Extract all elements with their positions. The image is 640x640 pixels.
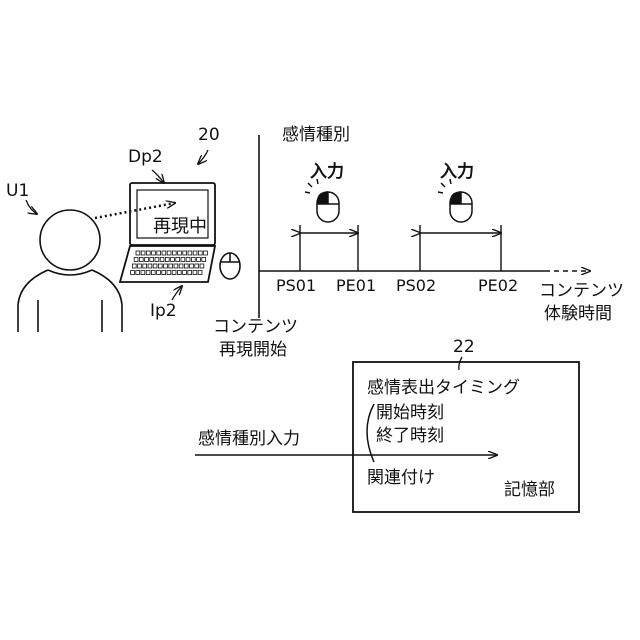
keyboard-key bbox=[162, 251, 166, 255]
keyboard-key bbox=[162, 271, 166, 275]
screen-text: 再現中 bbox=[153, 216, 207, 237]
user-label: U1 bbox=[6, 181, 29, 201]
keyboard-key bbox=[160, 258, 164, 262]
storage-ref-label: 22 bbox=[453, 337, 475, 357]
keyboard-key bbox=[181, 258, 185, 262]
keyboard-key bbox=[195, 264, 199, 268]
interval-start-label: PS01 bbox=[276, 276, 316, 295]
keyboard-key bbox=[193, 271, 197, 275]
interval-end-label: PE02 bbox=[478, 276, 518, 295]
pc-ref-label: 20 bbox=[198, 125, 220, 145]
display-label: Dp2 bbox=[128, 147, 163, 167]
input-label: 入力 bbox=[440, 161, 474, 182]
display-ref-arrow bbox=[152, 170, 164, 183]
keyboard-key bbox=[167, 271, 171, 275]
storage-end-time: 終了時刻 bbox=[376, 426, 444, 446]
storage-start-time: 開始時刻 bbox=[376, 403, 444, 423]
interval-start-label: PS02 bbox=[396, 276, 436, 295]
keyboard-key bbox=[197, 258, 201, 262]
keyboard-key bbox=[155, 258, 159, 262]
input-interval-2: 入力 PS02 PE02 bbox=[396, 161, 518, 295]
keyboard-key bbox=[174, 264, 178, 268]
clicking-mouse-icon bbox=[438, 179, 472, 222]
keyboard-key bbox=[172, 251, 176, 255]
keyboard-key bbox=[146, 271, 150, 275]
keyboard-key bbox=[179, 264, 183, 268]
keyboard-key bbox=[153, 264, 157, 268]
keyboard-key bbox=[150, 258, 154, 262]
input-device-label: Ip2 bbox=[150, 301, 177, 321]
keyboard-key bbox=[148, 264, 152, 268]
y-axis-label: 感情種別 bbox=[282, 125, 350, 145]
end-label-line1: コンテンツ bbox=[539, 281, 624, 301]
keyboard-key bbox=[198, 251, 202, 255]
storage-association-label: 関連付け bbox=[367, 468, 435, 488]
keyboard-key bbox=[165, 258, 169, 262]
keyboard-key bbox=[171, 258, 175, 262]
keyboard-key bbox=[188, 271, 192, 275]
clicking-mouse-icon bbox=[305, 179, 339, 222]
user-figure bbox=[18, 210, 122, 332]
keyboard-key bbox=[138, 264, 142, 268]
keyboard-key bbox=[157, 271, 161, 275]
keyboard-key bbox=[190, 264, 194, 268]
start-label-line1: コンテンツ bbox=[213, 317, 298, 337]
keyboard-key bbox=[139, 258, 143, 262]
user-body bbox=[18, 270, 122, 332]
start-label-line2: 再現開始 bbox=[219, 340, 287, 360]
pc-mouse-icon bbox=[220, 253, 240, 279]
association-brace bbox=[367, 404, 374, 462]
user-head bbox=[40, 210, 100, 270]
end-label-line2: 体験時間 bbox=[544, 304, 612, 324]
storage-ref-leader bbox=[459, 357, 462, 370]
keyboard-key bbox=[141, 251, 145, 255]
keyboard-key bbox=[198, 271, 202, 275]
keyboard-key bbox=[143, 264, 147, 268]
storage-title: 感情表出タイミング bbox=[367, 378, 520, 398]
keyboard-key bbox=[193, 251, 197, 255]
keyboard-key bbox=[176, 258, 180, 262]
interval-end-label: PE01 bbox=[336, 276, 376, 295]
keyboard-key bbox=[188, 251, 192, 255]
keyboard-key bbox=[204, 251, 208, 255]
input-interval-1: 入力 PS01 PE01 bbox=[276, 161, 376, 295]
keyboard-key bbox=[132, 264, 136, 268]
keyboard-key bbox=[186, 258, 190, 262]
keyboard-key bbox=[152, 251, 156, 255]
storage-name: 記憶部 bbox=[504, 480, 555, 500]
keyboard-key bbox=[167, 251, 171, 255]
keyboard-key bbox=[151, 271, 155, 275]
keyboard-key bbox=[184, 264, 188, 268]
keyboard-key bbox=[178, 251, 182, 255]
input-ref-arrow bbox=[172, 286, 182, 300]
keyboard-key bbox=[172, 271, 176, 275]
keyboard-key bbox=[183, 251, 187, 255]
keyboard-key bbox=[136, 271, 140, 275]
keyboard-key bbox=[177, 271, 181, 275]
emotion-input-label: 感情種別入力 bbox=[198, 429, 300, 449]
keyboard-key bbox=[200, 264, 204, 268]
keyboard-key bbox=[202, 258, 206, 262]
keyboard-key bbox=[134, 258, 138, 262]
user-pointer-arrow bbox=[26, 200, 37, 214]
keyboard-key bbox=[164, 264, 168, 268]
keyboard-key bbox=[131, 271, 135, 275]
keyboard-key bbox=[136, 251, 140, 255]
laptop-keyboard bbox=[131, 251, 208, 275]
keyboard-key bbox=[146, 251, 150, 255]
keyboard-key bbox=[145, 258, 149, 262]
pc-ref-arrow bbox=[198, 150, 208, 164]
keyboard-key bbox=[191, 258, 195, 262]
keyboard-key bbox=[157, 251, 161, 255]
keyboard-key bbox=[169, 264, 173, 268]
input-label: 入力 bbox=[310, 161, 344, 182]
keyboard-key bbox=[141, 271, 145, 275]
keyboard-key bbox=[158, 264, 162, 268]
keyboard-key bbox=[183, 271, 187, 275]
